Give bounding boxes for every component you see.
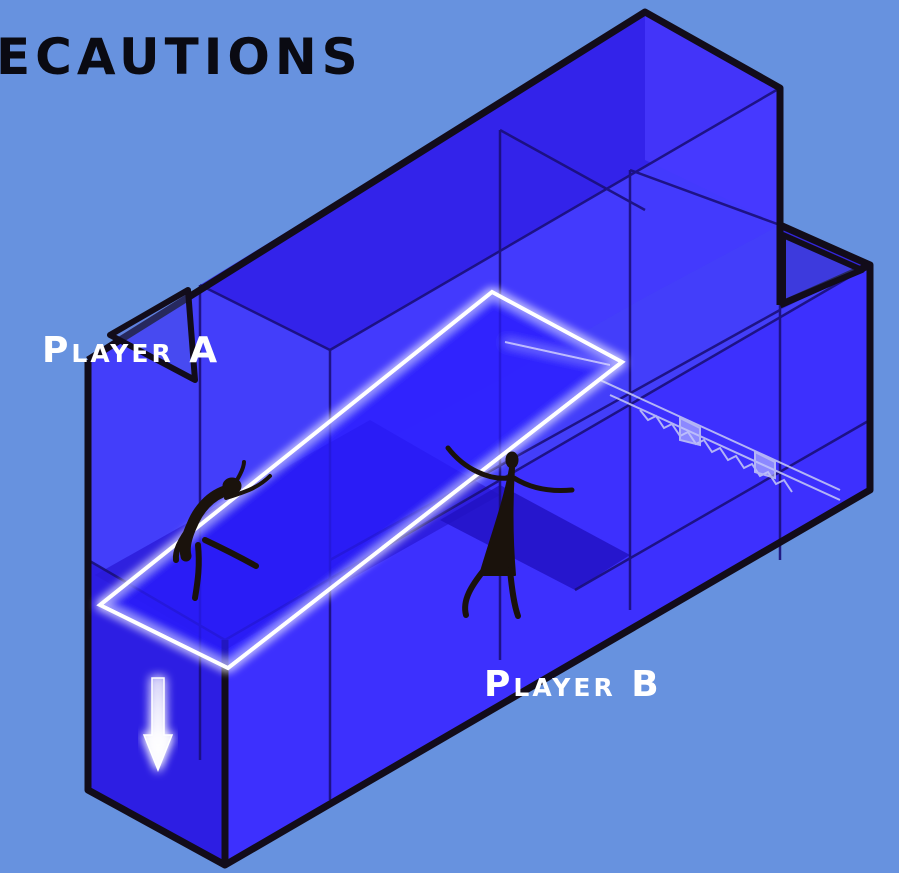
player-b-label: Player B xyxy=(484,664,662,705)
page-title: ECAUTIONS xyxy=(0,28,363,86)
player-a-label: Player A xyxy=(42,330,220,371)
